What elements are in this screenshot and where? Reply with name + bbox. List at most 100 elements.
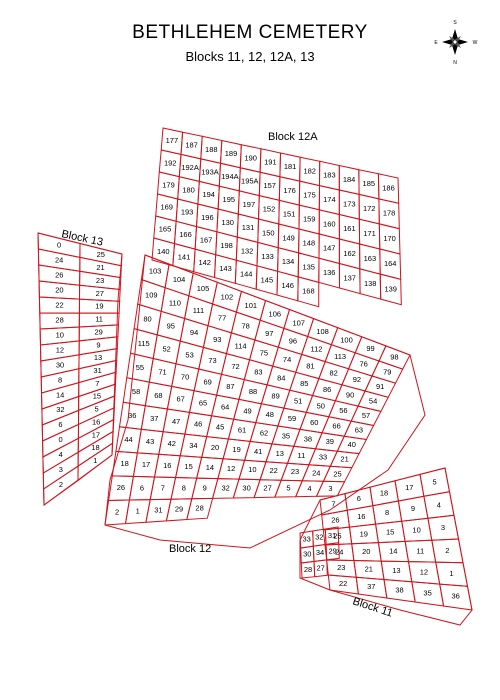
lot-number: 170 bbox=[383, 234, 396, 243]
lot-number: 23 bbox=[337, 563, 345, 572]
lot-number: 171 bbox=[363, 229, 376, 238]
lot-number: 95 bbox=[167, 321, 175, 330]
lot-12a-139[interactable] bbox=[379, 273, 402, 306]
lot-number: 109 bbox=[145, 291, 158, 300]
lot-number: 19 bbox=[232, 445, 240, 454]
lot-number: 49 bbox=[243, 406, 251, 415]
compass-west: W bbox=[473, 40, 478, 46]
lot-number: 113 bbox=[334, 352, 346, 361]
lot-number: 97 bbox=[265, 329, 273, 338]
lot-number: 15 bbox=[386, 527, 394, 536]
lot-12a-168[interactable] bbox=[297, 276, 320, 308]
lot-number: 20 bbox=[55, 286, 63, 295]
lot-number: 187 bbox=[185, 140, 198, 149]
block-12-outline bbox=[104, 254, 426, 549]
lot-number: 180 bbox=[182, 185, 195, 194]
lot-number: 73 bbox=[208, 356, 216, 365]
lot-number: 11 bbox=[416, 546, 424, 555]
lot-number: 31 bbox=[93, 366, 101, 375]
lot-number: 188 bbox=[205, 145, 218, 154]
lot-number: 107 bbox=[292, 318, 305, 327]
lot-number: 11 bbox=[298, 451, 306, 460]
lot-number: 139 bbox=[384, 284, 397, 293]
lot-number: 115 bbox=[138, 339, 150, 348]
lot-number: 99 bbox=[366, 344, 374, 353]
block-label-12a: Block 12A bbox=[268, 131, 318, 143]
lots-layer bbox=[37, 127, 473, 626]
lot-number: 112 bbox=[311, 344, 323, 353]
lot-number: 45 bbox=[216, 423, 224, 432]
lot-number: 36 bbox=[128, 411, 136, 420]
lot-number: 4 bbox=[437, 500, 441, 509]
lot-number: 157 bbox=[263, 181, 276, 190]
lot-number: 87 bbox=[226, 382, 234, 391]
lot-number: 20 bbox=[211, 443, 219, 452]
lot-number: 72 bbox=[231, 362, 239, 371]
lot-number: 15 bbox=[93, 392, 101, 401]
lot-number: 52 bbox=[163, 345, 171, 354]
lot-number: 174 bbox=[323, 195, 336, 204]
lot-number: 22 bbox=[339, 579, 347, 588]
lot-11-27[interactable] bbox=[313, 559, 328, 578]
lot-number: 103 bbox=[149, 267, 162, 276]
lot-number: 22 bbox=[270, 466, 278, 475]
lot-number: 17 bbox=[142, 460, 150, 469]
lot-number: 76 bbox=[360, 360, 368, 369]
lot-number: 1 bbox=[93, 456, 97, 465]
lot-number: 92 bbox=[353, 375, 361, 384]
lot-number: 173 bbox=[343, 199, 356, 208]
lot-number: 26 bbox=[331, 516, 339, 525]
lot-number: 3 bbox=[328, 484, 332, 493]
lot-number: 197 bbox=[243, 200, 256, 209]
lot-number: 194A bbox=[221, 172, 239, 181]
lot-number: 14 bbox=[389, 547, 397, 556]
lot-number: 25 bbox=[97, 250, 105, 259]
lot-number: 106 bbox=[269, 310, 282, 319]
lot-number: 145 bbox=[261, 275, 274, 284]
lot-number: 19 bbox=[95, 302, 103, 311]
lot-number: 37 bbox=[367, 582, 375, 591]
lot-number: 136 bbox=[323, 268, 336, 277]
lot-number: 24 bbox=[335, 547, 343, 556]
lot-number: 182 bbox=[303, 166, 316, 175]
lot-number: 169 bbox=[160, 203, 173, 212]
lot-number: 192 bbox=[164, 158, 177, 167]
lot-number: 65 bbox=[199, 398, 207, 407]
lot-number: 41 bbox=[254, 447, 262, 456]
lot-number: 77 bbox=[218, 314, 226, 323]
lot-number: 98 bbox=[390, 353, 398, 362]
lot-number: 163 bbox=[364, 254, 377, 263]
lot-number: 46 bbox=[194, 420, 202, 429]
lot-number: 167 bbox=[200, 235, 213, 244]
lot-number: 35 bbox=[423, 588, 431, 597]
lot-number: 9 bbox=[411, 504, 415, 513]
lot-number: 8 bbox=[385, 508, 389, 517]
lot-number: 82 bbox=[330, 368, 338, 377]
lot-number: 189 bbox=[225, 149, 238, 158]
lot-number: 17 bbox=[405, 483, 413, 492]
compass-south: N bbox=[453, 60, 457, 66]
lot-number: 100 bbox=[340, 335, 353, 344]
lot-number: 30 bbox=[242, 484, 250, 493]
lot-11-29[interactable] bbox=[325, 542, 340, 561]
lot-number: 28 bbox=[304, 565, 312, 574]
lot-number: 150 bbox=[262, 228, 275, 237]
lot-number: 40 bbox=[348, 440, 356, 449]
lot-number: 62 bbox=[260, 428, 268, 437]
lot-number: 34 bbox=[316, 548, 324, 557]
lot-number: 51 bbox=[294, 397, 302, 406]
lot-number: 5 bbox=[286, 484, 290, 493]
lot-number: 186 bbox=[382, 183, 395, 192]
lot-number: 93 bbox=[213, 335, 221, 344]
lot-number: 55 bbox=[136, 363, 144, 372]
lot-number: 193 bbox=[181, 208, 194, 217]
lot-number: 31 bbox=[154, 505, 162, 514]
lot-number: 56 bbox=[339, 406, 347, 415]
lot-number: 104 bbox=[173, 275, 186, 284]
lot-number: 10 bbox=[248, 465, 256, 474]
lot-number: 15 bbox=[184, 462, 192, 471]
lot-number: 6 bbox=[140, 483, 144, 492]
lot-12-28[interactable] bbox=[186, 497, 214, 521]
lot-number: 177 bbox=[166, 136, 179, 145]
lot-number: 81 bbox=[306, 362, 314, 371]
